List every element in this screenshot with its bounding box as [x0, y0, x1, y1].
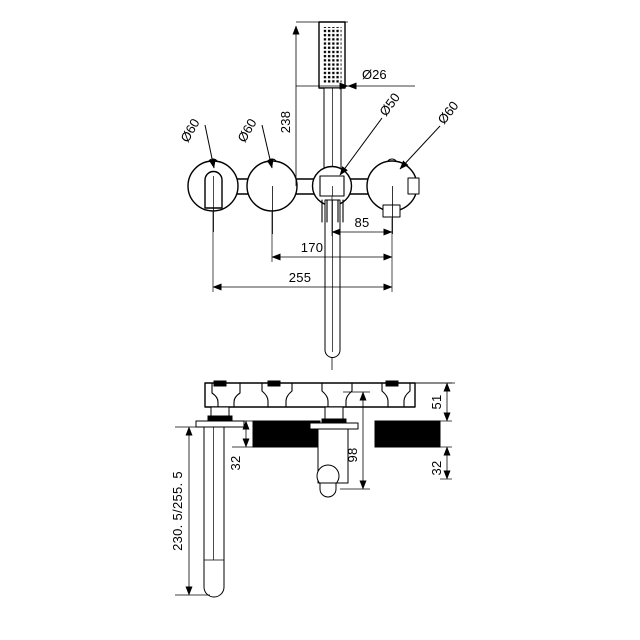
side-cap-1 [213, 380, 227, 387]
handshower-head [318, 21, 346, 184]
dimension-238: 238 [278, 21, 349, 186]
dimension-32-right-label: 32 [429, 460, 444, 475]
dia-26-label: Ø26 [362, 67, 387, 82]
front-view-group: Ø60 Ø60 Ø26 Ø50 Ø60 238 [177, 21, 462, 370]
plate4-bottom-tab [382, 204, 401, 218]
dia-60-second-label: Ø60 [234, 116, 259, 145]
side-spout-head [195, 406, 245, 428]
side-spout-flange [195, 420, 245, 428]
dia-50-label: Ø50 [376, 90, 403, 119]
side-view-group: 51 32 98 32 230. 5/255. 5 [170, 380, 455, 598]
section-block-right [374, 420, 441, 448]
dimension-51: 51 [415, 382, 452, 422]
section-block-left [252, 420, 321, 448]
holder-flange [309, 422, 359, 430]
side-cap-3 [385, 380, 399, 387]
dimension-32-right: 32 [429, 446, 452, 480]
side-cap-2 [267, 380, 281, 387]
dia-60-left-label: Ø60 [177, 116, 202, 145]
side-body-band [204, 380, 416, 408]
callout-dia-60-second: Ø60 [234, 116, 274, 169]
callout-dia-60-right: Ø60 [399, 98, 462, 170]
dimension-255: 255 [212, 212, 393, 292]
dimension-170: 170 [271, 212, 393, 262]
dimension-85-label: 85 [354, 215, 369, 230]
dimension-238-label: 238 [278, 111, 293, 134]
holder-nose [319, 482, 337, 498]
side-handshower-holder [309, 406, 359, 498]
dimension-230-255-label: 230. 5/255. 5 [170, 471, 185, 551]
stop-valve-plate [366, 158, 420, 234]
side-spout-drop [203, 426, 225, 598]
handshower-spray-face [322, 27, 342, 84]
dimension-32-left: 32 [228, 420, 258, 471]
shower-hose [321, 199, 344, 358]
plate4-side-tab [407, 177, 420, 195]
side-spout-body [203, 426, 225, 598]
side-bar-body [204, 382, 416, 408]
dimension-230-255: 230. 5/255. 5 [170, 426, 210, 596]
callout-dia-60-left: Ø60 [177, 116, 216, 169]
dimension-51-label: 51 [429, 394, 444, 409]
dimension-32-left-label: 32 [228, 455, 243, 470]
callout-dia-26: Ø26 [347, 67, 415, 90]
dia-60-right-label: Ø60 [435, 98, 462, 127]
dimension-85: 85 [331, 196, 393, 236]
lever-handle-plate [187, 158, 239, 232]
dimension-98: 98 [340, 391, 370, 490]
dimension-255-label: 255 [289, 270, 312, 285]
dimension-98-label: 98 [345, 447, 360, 462]
dimension-170-label: 170 [301, 240, 324, 255]
plate4-top-nub [387, 158, 397, 162]
